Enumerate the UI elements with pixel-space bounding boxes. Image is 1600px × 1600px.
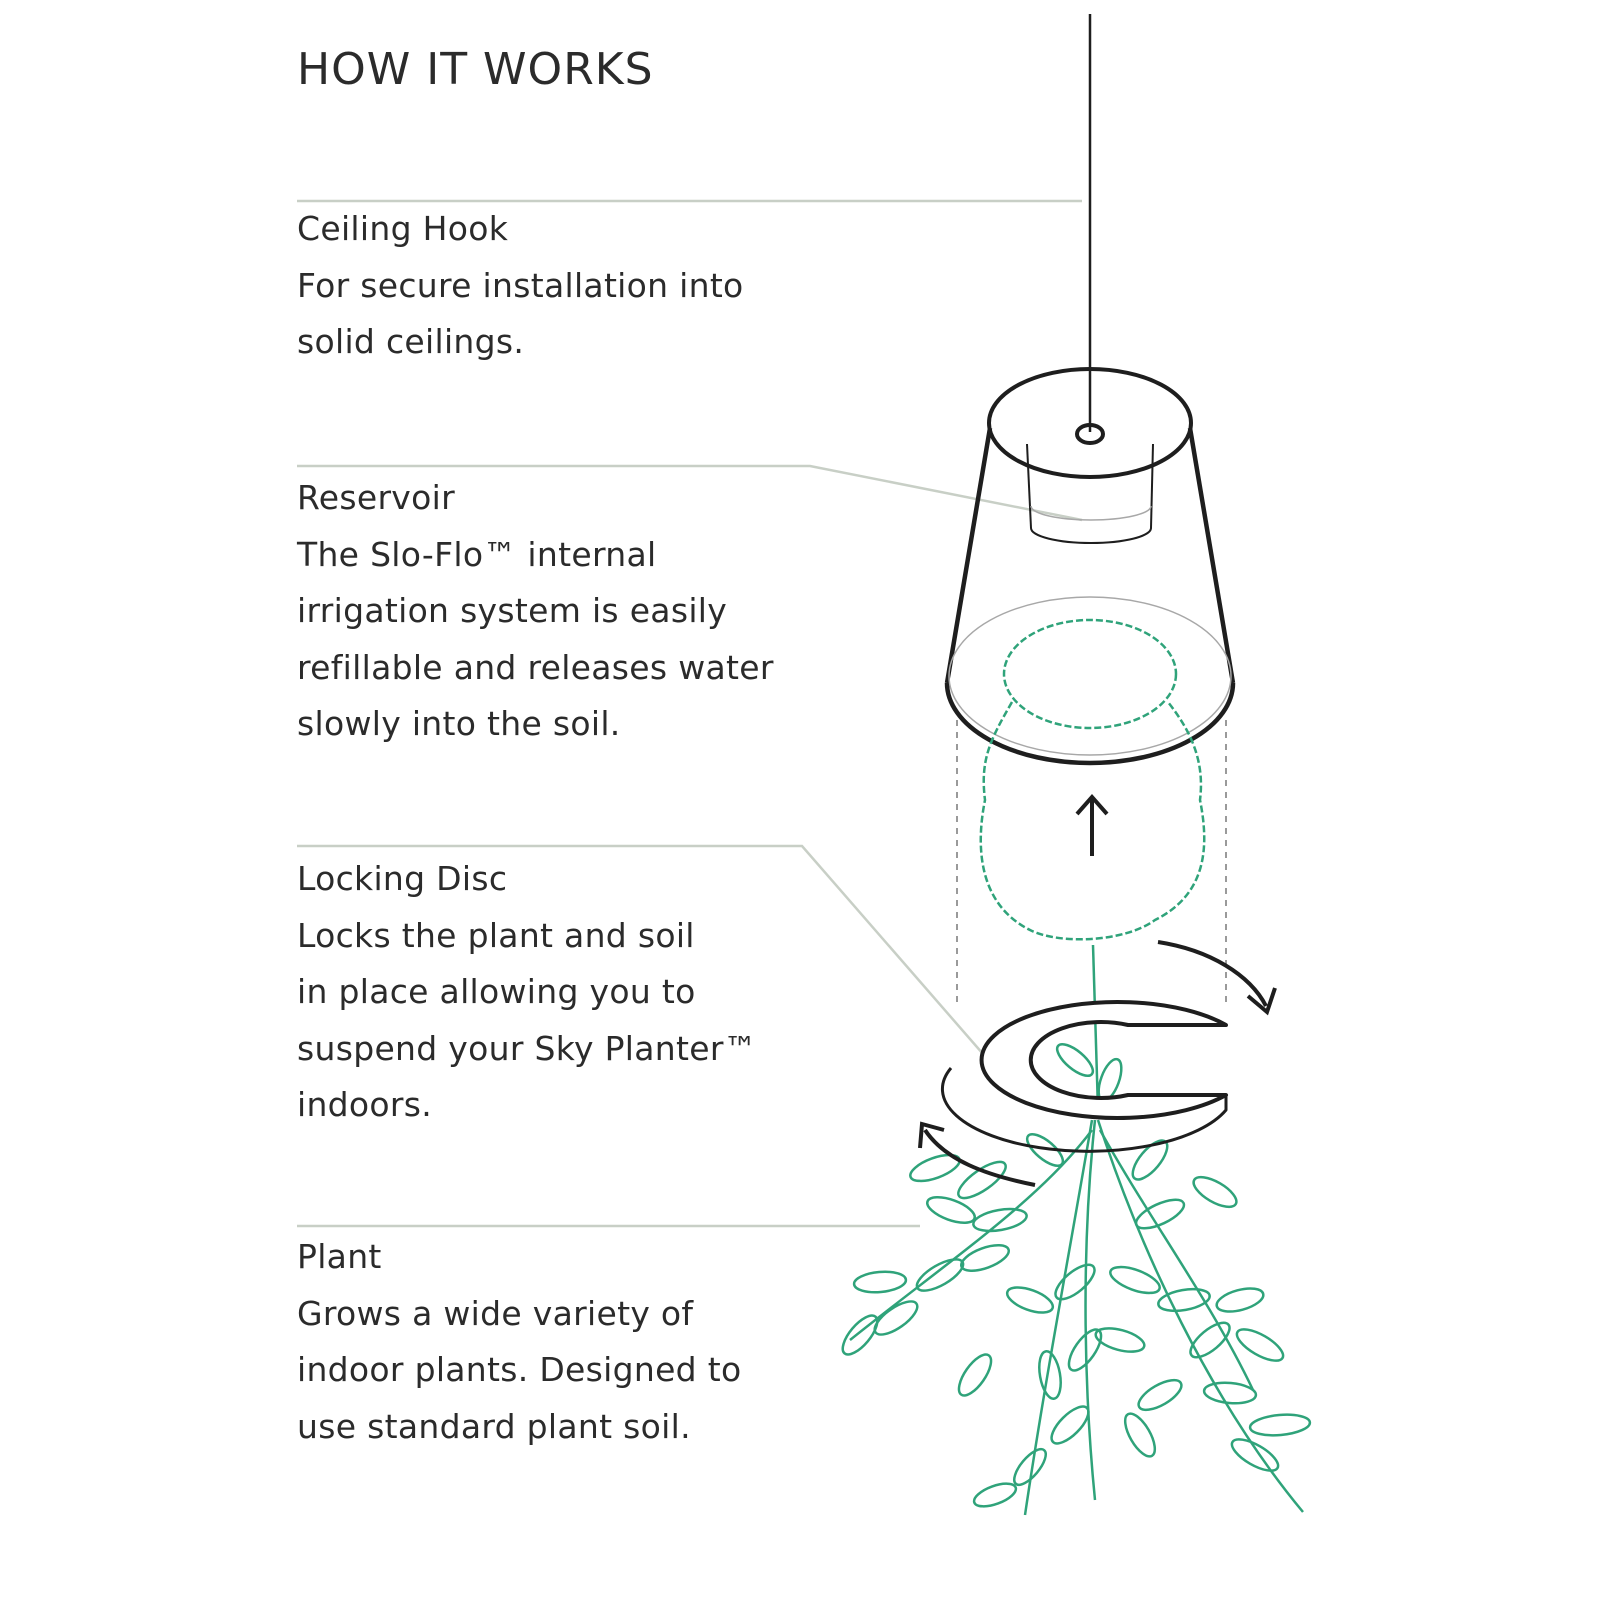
reservoir-drawing <box>944 367 1236 766</box>
plant-drawing <box>841 944 1312 1516</box>
up-arrow-icon <box>1075 793 1109 856</box>
locking-disc-drawing <box>940 1000 1228 1153</box>
description-line: solid ceilings. <box>297 322 525 361</box>
leader-line-reservoir <box>297 464 1083 522</box>
leader-lines <box>297 199 1083 1228</box>
section-reservoir: Reservoir The Slo-Flo™ internal irrigati… <box>297 470 837 753</box>
description-line: Locks the plant and soil <box>297 915 695 955</box>
description-line: indoor plants. Designed to <box>297 1350 742 1389</box>
section-heading: Ceiling Hook <box>297 209 509 248</box>
ceiling-hook-drawing <box>1075 14 1105 445</box>
section-heading: Locking Disc <box>297 859 508 898</box>
description-line: suspend your Sky Planter™ <box>297 1028 758 1068</box>
description-line: Grows a wide variety of <box>297 1293 694 1333</box>
description-line: slowly into the soil. <box>297 704 621 743</box>
description-line: For secure installation into <box>297 265 744 305</box>
section-ceiling-hook: Ceiling Hook For secure installation int… <box>297 201 837 371</box>
description-line: The Slo-Flo™ internal <box>297 534 657 574</box>
dotted-guides <box>956 720 1227 1008</box>
section-heading: Reservoir <box>297 478 455 517</box>
rotate-arrow-icon <box>918 940 1277 1187</box>
description-line: refillable and releases water <box>297 647 774 687</box>
description-line: in place allowing you to <box>297 972 696 1011</box>
section-locking-disc: Locking Disc Locks the plant and soil in… <box>297 851 837 1134</box>
description-line: irrigation system is easily <box>297 591 728 630</box>
leader-line-disc <box>297 844 991 1063</box>
section-heading: Plant <box>297 1237 382 1276</box>
section-plant: Plant Grows a wide variety of indoor pla… <box>297 1229 837 1455</box>
soil-outline <box>979 618 1206 941</box>
description-line: indoors. <box>297 1085 433 1124</box>
description-line: use standard plant soil. <box>297 1406 691 1446</box>
page-title: HOW IT WORKS <box>297 44 654 95</box>
